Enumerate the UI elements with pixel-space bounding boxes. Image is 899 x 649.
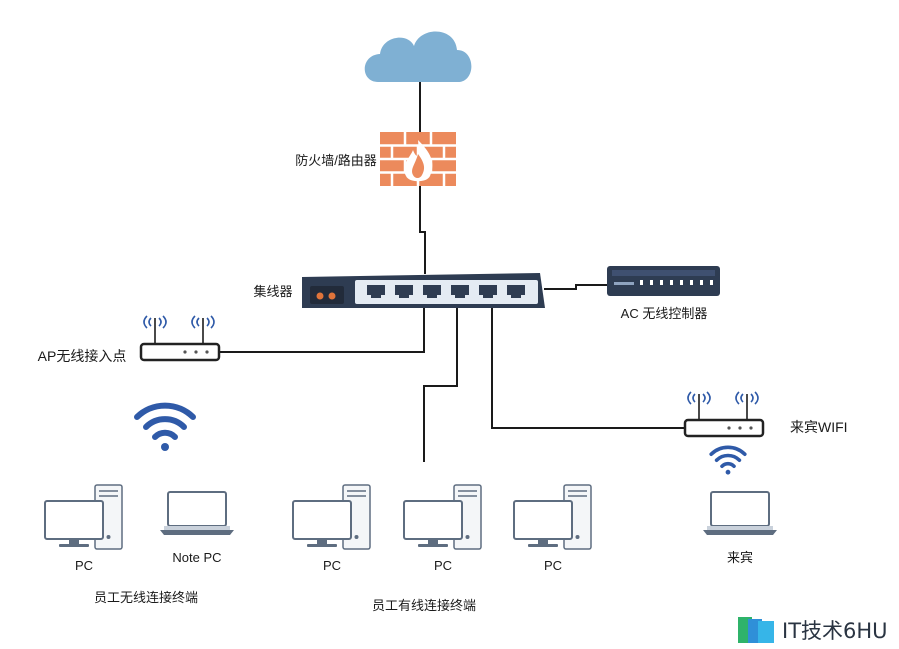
wireless-controller-icon — [607, 266, 720, 296]
hub-label: 集线器 — [253, 284, 292, 299]
link-hub-wired-pcs — [423, 308, 458, 462]
link-firewall-hub — [419, 185, 426, 274]
group-wired-label: 员工有线连接终端 — [372, 598, 476, 613]
cloud-icon — [364, 31, 472, 82]
pc-label-wireless: PC — [75, 558, 93, 573]
pc-label-wired-2: PC — [434, 558, 452, 573]
watermark-logo — [738, 617, 774, 643]
group-wireless-label: 员工无线连接终端 — [94, 590, 198, 605]
laptop-icon — [159, 491, 235, 536]
guest-access-point-icon — [683, 390, 765, 438]
switch-icon — [302, 273, 545, 308]
guest-label: 来宾 — [727, 550, 753, 565]
pc-label-wired-1: PC — [323, 558, 341, 573]
firewall-icon — [380, 132, 456, 186]
pc-label-wired-3: PC — [544, 558, 562, 573]
wifi-signal-icon — [137, 406, 193, 451]
ac-label: AC 无线控制器 — [621, 306, 708, 321]
firewall-label: 防火墙/路由器 — [295, 153, 377, 168]
note-pc-label: Note PC — [172, 550, 221, 565]
desktop-pc-icon — [513, 484, 592, 550]
guest-ap-label: 来宾WIFI — [790, 419, 848, 435]
desktop-pc-icon — [403, 484, 482, 550]
watermark-text: IT技术6HU — [782, 619, 888, 643]
ap-label: AP无线接入点 — [38, 348, 127, 364]
access-point-icon — [139, 314, 221, 362]
laptop-icon — [702, 491, 778, 536]
desktop-pc-icon — [44, 484, 123, 550]
guest-wifi-signal-icon — [709, 445, 747, 477]
connection-lines — [218, 80, 686, 462]
link-hub-ac — [544, 284, 607, 290]
desktop-pc-icon — [292, 484, 371, 550]
link-hub-guest-ap — [491, 308, 686, 429]
link-hub-ap — [218, 308, 425, 353]
